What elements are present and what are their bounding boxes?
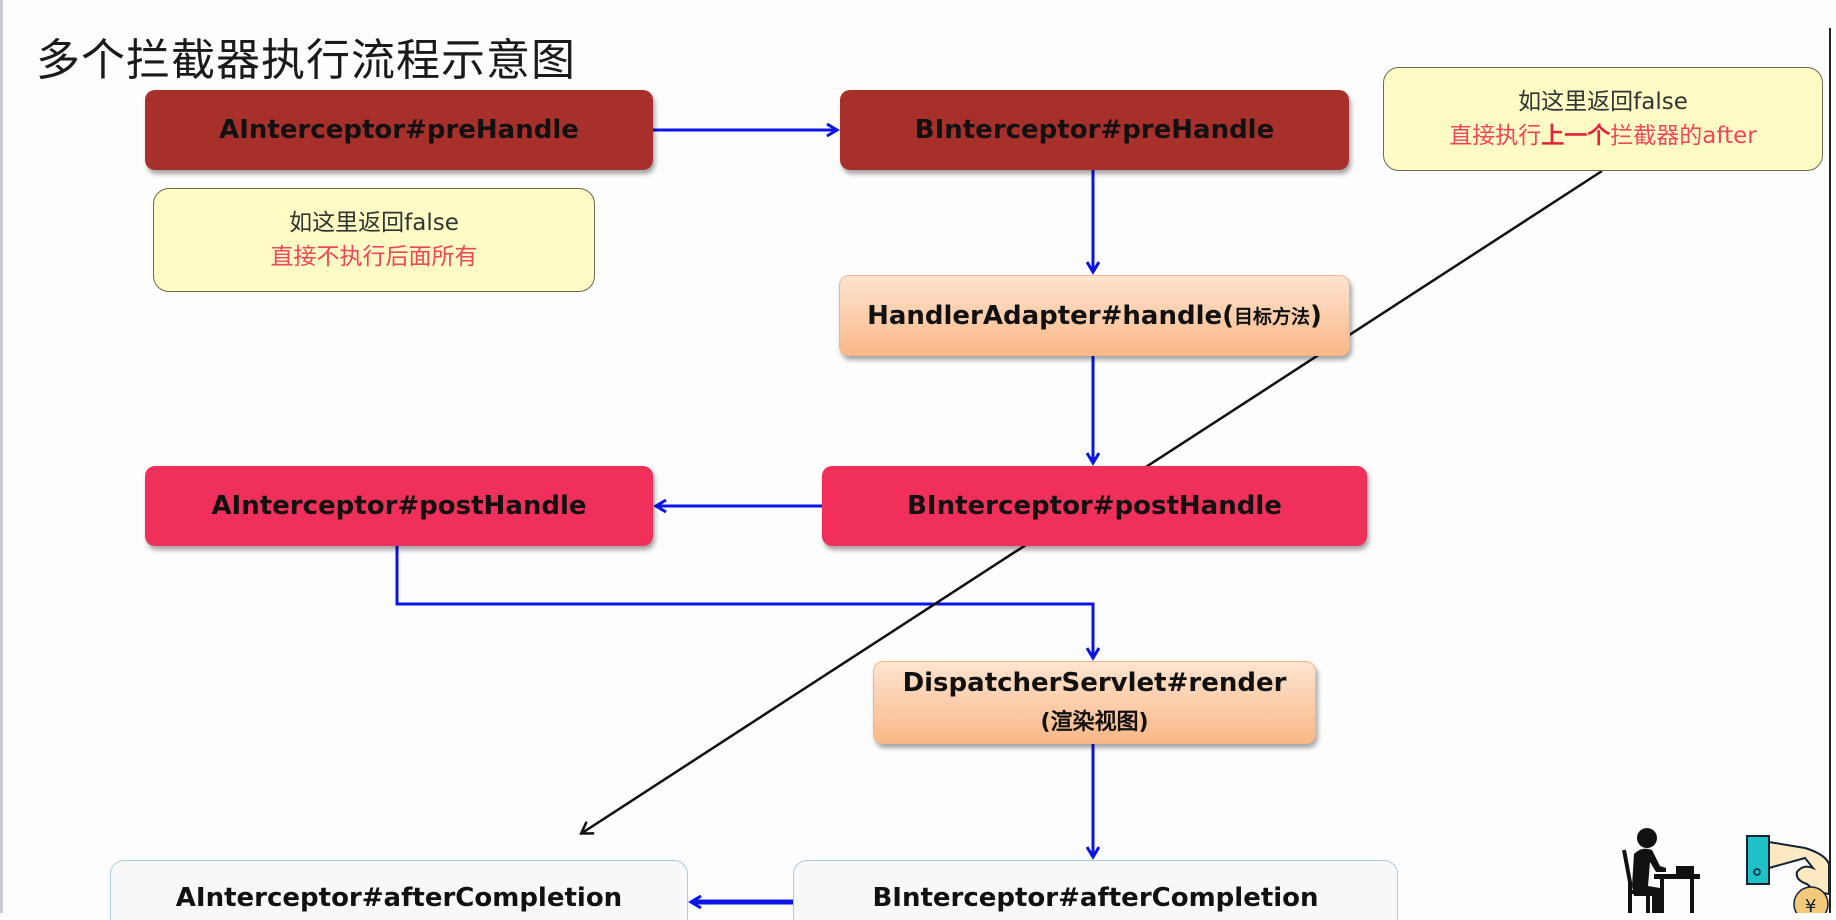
b-posthandle-box: BInterceptor#postHandle [822,466,1367,546]
note-line1: 如这里返回false [289,210,459,236]
page-title: 多个拦截器执行流程示意图 [36,35,576,86]
note-line2-pre: 直接执行 [1449,123,1542,149]
svg-text:¥: ¥ [1805,896,1816,913]
handler-adapter-label: HandlerAdapter#handle( [867,300,1235,331]
a-aftercompletion-label: AInterceptor#afterCompletion [175,883,623,913]
hand-coin-icon: ¥ [1746,835,1829,913]
slide-right-border [1829,28,1831,913]
b-prehandle-false-note: 如这里返回false 直接执行上一个拦截器的after [1383,67,1823,171]
a-prehandle-box: AInterceptor#preHandle [145,90,653,170]
person-at-desk-icon [1622,828,1700,913]
handler-adapter-sub: 目标方法 [1234,306,1311,328]
dispatcher-render-box: DispatcherServlet#render (渲染视图) [873,661,1316,744]
dispatcher-render-sub: (渲染视图) [1040,709,1149,735]
a-prehandle-label: AInterceptor#preHandle [219,115,579,145]
note-line1: 如这里返回false [1518,89,1688,115]
b-aftercompletion-box: BInterceptor#afterCompletion [793,860,1398,920]
handler-adapter-close: ) [1310,300,1322,331]
note-line2: 直接不执行后面所有 [270,244,478,270]
b-prehandle-label: BInterceptor#preHandle [914,115,1275,145]
b-posthandle-label: BInterceptor#postHandle [907,491,1282,521]
a-posthandle-box: AInterceptor#postHandle [145,466,653,546]
slide-left-border [0,0,3,913]
a-prehandle-false-note: 如这里返回false 直接不执行后面所有 [153,188,595,292]
handler-adapter-box: HandlerAdapter#handle(目标方法) [839,275,1350,356]
note-line2: 直接执行上一个拦截器的after [1449,119,1756,153]
note-line2-post: 拦截器的after [1610,123,1757,149]
note-line2-bold: 上一个 [1541,123,1611,149]
a-posthandle-label: AInterceptor#postHandle [211,491,587,521]
dispatcher-render-label: DispatcherServlet#render [902,667,1287,698]
b-prehandle-box: BInterceptor#preHandle [840,90,1349,170]
b-aftercompletion-label: BInterceptor#afterCompletion [872,883,1319,913]
arrow-apost-to-render [395,546,1093,657]
a-aftercompletion-box: AInterceptor#afterCompletion [110,860,688,920]
